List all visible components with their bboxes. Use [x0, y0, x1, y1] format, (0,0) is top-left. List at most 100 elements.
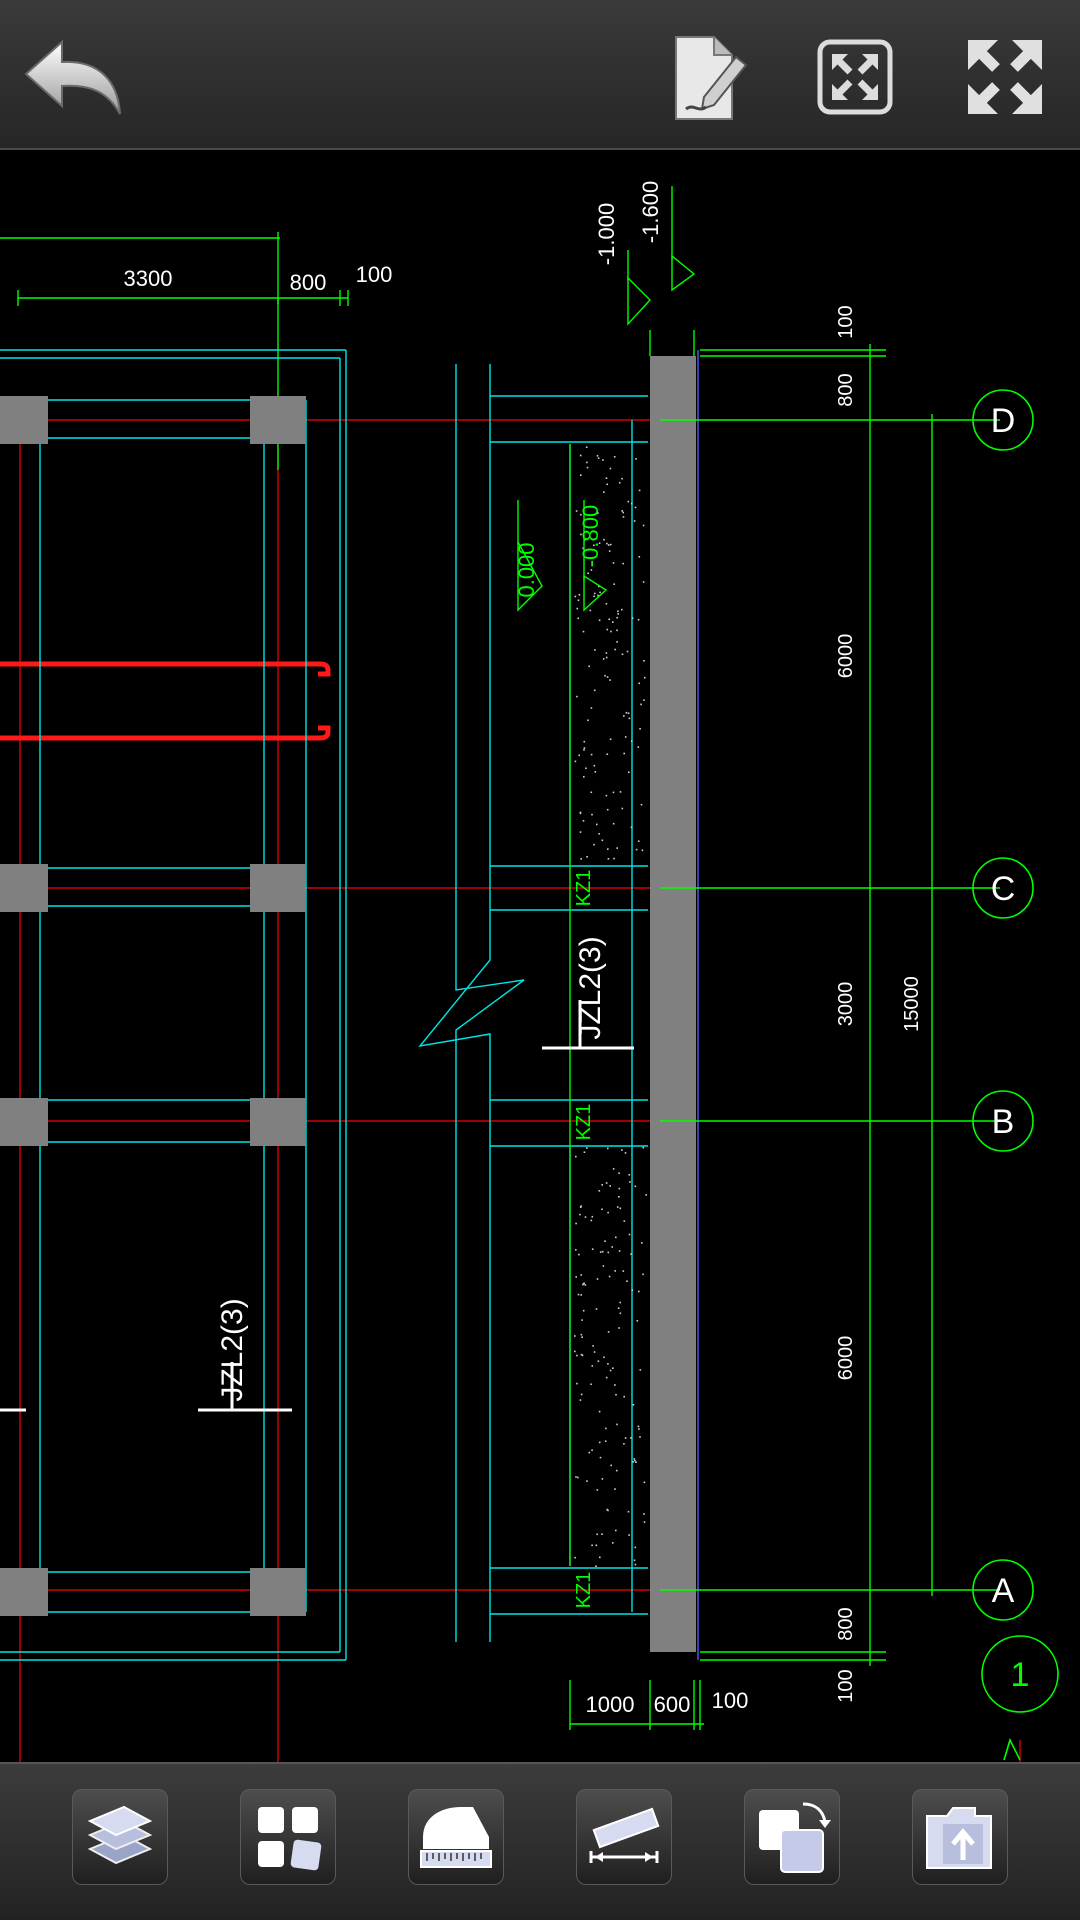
speckle-dot: [606, 542, 608, 545]
speckle-dot: [598, 1410, 601, 1413]
speckle-dot: [602, 459, 604, 461]
dim-100: 100: [356, 262, 393, 287]
speckle-dot: [601, 1184, 603, 1186]
dim-right-6000-top: 6000: [835, 634, 857, 679]
measure-distance-button[interactable]: [576, 1789, 672, 1885]
speckle-dot: [616, 847, 618, 849]
speckle-dot: [615, 1529, 617, 1532]
speckle-dot: [599, 591, 601, 594]
speckle-dot: [639, 728, 641, 730]
speckle-dot: [597, 1360, 600, 1362]
speckle-dot: [583, 1151, 586, 1153]
speckle-dot: [579, 1206, 582, 1208]
speckle-dot: [616, 1206, 619, 1208]
elevation-2: -1.600: [638, 181, 663, 243]
column-label-3: KZ1: [573, 1572, 595, 1609]
rotate-view-button[interactable]: [744, 1789, 840, 1885]
speckle-dot: [630, 1253, 632, 1255]
speckle-dot: [589, 609, 592, 612]
speckle-dot: [580, 474, 582, 476]
speckle-dot: [596, 1489, 599, 1491]
fullscreen-button[interactable]: [950, 22, 1060, 132]
speckle-dot: [577, 1476, 579, 1479]
speckle-dot: [634, 1459, 636, 1462]
speckle-dot: [626, 1280, 628, 1282]
drawing-canvas[interactable]: 3300 800 100 1000 600 100 -1.000 -1.600 …: [0, 150, 1080, 1762]
elevation-1: -1.000: [594, 203, 619, 265]
speckle-dot: [627, 500, 630, 503]
speckle-dot: [630, 826, 633, 829]
speckle-dot: [624, 736, 627, 738]
speckle-dot: [605, 1427, 607, 1430]
speckle-dot: [574, 760, 577, 763]
speckle-dot: [598, 619, 601, 622]
layout-button[interactable]: [240, 1789, 336, 1885]
speckle-dot: [622, 516, 625, 518]
speckle-dot: [614, 648, 616, 651]
speckle-dot: [588, 1451, 591, 1454]
speckle-dot: [616, 641, 618, 643]
speckle-dot: [599, 1251, 602, 1253]
speckle-dot: [591, 1544, 593, 1547]
speckle-dot: [593, 544, 595, 547]
zoom-extents-button[interactable]: [800, 22, 910, 132]
export-button[interactable]: [912, 1789, 1008, 1885]
speckle-dot: [577, 617, 579, 620]
speckle-dot: [628, 1174, 631, 1176]
speckle-dot: [602, 658, 605, 660]
speckle-dot: [604, 1440, 607, 1442]
speckle-dot: [587, 719, 589, 722]
speckle-dot: [623, 715, 625, 717]
back-button[interactable]: [18, 22, 128, 132]
speckle-dot: [627, 1510, 630, 1513]
speckle-dot: [593, 592, 596, 595]
edit-button[interactable]: [654, 22, 764, 132]
speckle-dot: [642, 1273, 644, 1276]
speckle-dot: [575, 510, 578, 512]
dim-right-15000: 15000: [901, 976, 923, 1032]
speckle-dot: [636, 1320, 639, 1322]
measure-area-button[interactable]: [408, 1789, 504, 1885]
speckle-dot: [626, 650, 629, 653]
speckle-dot: [635, 458, 637, 460]
speckle-dot: [637, 840, 640, 842]
speckle-dot: [634, 1185, 637, 1188]
dim-right-100-bottom: 100: [835, 1669, 857, 1702]
speckle-dot: [616, 1469, 618, 1472]
speckle-dot: [596, 823, 598, 826]
speckle-dot: [637, 746, 640, 748]
speckle-dot: [577, 599, 580, 602]
speckle-dot: [599, 1556, 601, 1559]
speckle-dot: [635, 1461, 637, 1463]
speckle-dot: [579, 454, 582, 457]
speckle-dot: [608, 618, 610, 621]
speckle-dot: [614, 1488, 616, 1490]
speckle-dot: [607, 1509, 609, 1512]
speckle-dot: [609, 543, 612, 546]
speckle-dot: [605, 477, 608, 479]
speckle-dot: [619, 791, 622, 793]
speckle-dot: [625, 711, 628, 714]
speckle-dot: [643, 1513, 645, 1515]
dim-right-800-top: 800: [835, 373, 857, 406]
speckle-dot: [607, 848, 609, 850]
speckle-dot: [601, 1208, 603, 1211]
speckle-dot: [581, 1336, 583, 1338]
speckle-dot: [622, 562, 624, 565]
speckle-dot: [612, 1168, 615, 1170]
speckle-dot: [594, 771, 597, 773]
speckle-dot: [605, 794, 608, 797]
speckle-dot: [631, 1289, 633, 1291]
speckle-dot: [582, 630, 585, 633]
speckle-dot: [619, 1207, 622, 1210]
speckle-dot: [612, 562, 615, 564]
speckle-dot: [612, 1367, 614, 1369]
speckle-dot: [579, 1213, 581, 1216]
speckle-dot: [582, 547, 584, 550]
speckle-dot: [585, 767, 587, 770]
speckle-dot: [593, 689, 596, 692]
axis-label-a: A: [992, 1572, 1015, 1610]
dim-3300: 3300: [124, 266, 173, 291]
speckle-dot: [634, 1563, 637, 1566]
layers-button[interactable]: [72, 1789, 168, 1885]
